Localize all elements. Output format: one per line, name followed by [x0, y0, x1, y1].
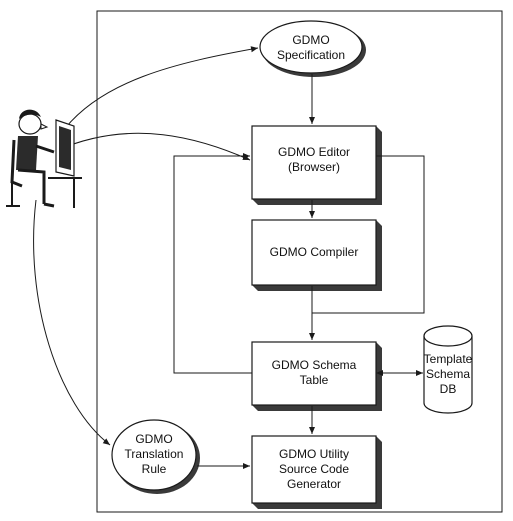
gdmo-translation-rule-line-2: Translation — [124, 447, 184, 461]
gdmo-translation-rule-ellipse — [111, 419, 200, 494]
gdmo-schema-table-line-1: GDMO Schema — [271, 358, 357, 372]
gdmo-utility-line-1: GDMO Utility — [279, 447, 349, 461]
gdmo-specification-ellipse — [259, 20, 366, 77]
user-to-editor-curve — [57, 132, 251, 161]
gdmo-editor-box — [251, 125, 382, 205]
gdmo-editor-line-2: (Browser) — [287, 160, 340, 174]
gdmo-translation-rule-label: GDMO Translation Rule — [112, 432, 196, 477]
template-schema-db-line-1: Template — [423, 352, 473, 366]
gdmo-compiler-label: GDMO Compiler — [252, 245, 376, 260]
gdmo-compiler-box — [251, 219, 382, 291]
gdmo-translation-rule-line-3: Rule — [141, 462, 167, 476]
template-schema-db-cylinder — [423, 325, 473, 414]
template-schema-db-line-3: DB — [439, 382, 457, 396]
gdmo-specification-line-1: GDMO — [292, 33, 330, 47]
user-to-rule-curve — [33, 199, 111, 446]
gdmo-schema-table-label: GDMO Schema Table — [252, 358, 376, 388]
editor-bypass-line — [312, 155, 425, 314]
gdmo-editor-line-1: GDMO Editor — [277, 145, 350, 159]
gdmo-utility-label: GDMO Utility Source Code Generator — [252, 447, 376, 492]
connector-lines — [33, 46, 425, 469]
gdmo-specification-label: GDMO Specification — [260, 33, 362, 63]
schema-feedback-line — [173, 153, 252, 374]
gdmo-utility-line-2: Source Code — [278, 462, 350, 476]
gdmo-utility-box — [251, 435, 382, 509]
template-schema-db-line-2: Schema — [425, 367, 471, 381]
gdmo-compiler-line-1: GDMO Compiler — [269, 245, 359, 259]
gdmo-translation-rule-line-1: GDMO — [135, 432, 173, 446]
gdmo-schema-table-line-2: Table — [299, 373, 329, 387]
template-schema-db-label: Template Schema DB — [420, 352, 476, 397]
person-at-computer-icon — [6, 109, 82, 208]
user-to-spec-curve — [57, 46, 259, 139]
gdmo-editor-label: GDMO Editor (Browser) — [252, 145, 376, 175]
system-boundary — [96, 10, 503, 513]
gdmo-specification-line-2: Specification — [276, 48, 346, 62]
gdmo-utility-line-3: Generator — [286, 477, 342, 491]
